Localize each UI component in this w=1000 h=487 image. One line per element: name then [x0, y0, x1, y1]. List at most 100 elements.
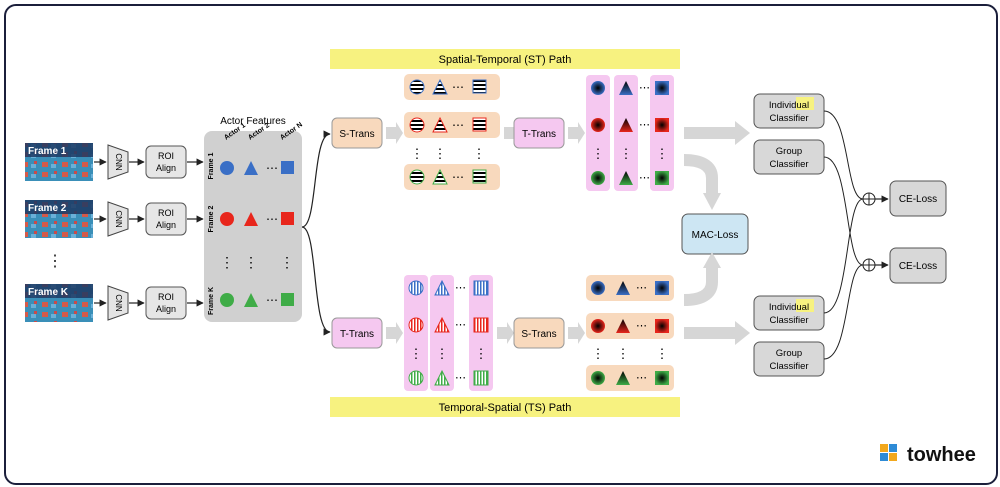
st-out-col-1 — [586, 75, 610, 191]
actor-triangle-blue — [244, 161, 258, 175]
out-triangle-red — [619, 118, 633, 132]
ts-circle-green — [408, 370, 424, 386]
st-feature-row-blue: ⋯ — [404, 74, 500, 100]
classifier-text: Classifier — [769, 315, 808, 326]
row-label-frame-1: Frame 1 — [208, 152, 215, 179]
cnn-block-2: CNN — [107, 201, 129, 237]
frames-vdots: ⋮ — [47, 253, 63, 270]
classifier-text: Indivi — [769, 302, 791, 313]
individual-classifier-ts: Individual Classifier — [753, 295, 825, 331]
ts-path-label: Temporal-Spatial (TS) Path — [439, 402, 572, 414]
out-triangle-green — [619, 171, 633, 185]
hdots: ⋯ — [639, 172, 650, 184]
individual-classifier-st: Individual Classifier — [753, 93, 825, 129]
edge — [823, 264, 864, 360]
st-arrow-3 — [568, 122, 585, 144]
actor-circle-red — [220, 212, 234, 226]
hdots: ⋯ — [639, 119, 650, 131]
edge — [823, 110, 864, 200]
row-label-frame-k: Frame K — [208, 287, 215, 315]
cnn-label-1: CNN — [114, 153, 123, 171]
actor-square-green — [281, 293, 294, 306]
ce-loss-label-1: CE-Loss — [899, 194, 937, 205]
st-out-col-3 — [650, 75, 674, 191]
ce-loss-box-1 — [889, 180, 947, 217]
s-trans-ts-label: S-Trans — [521, 329, 556, 340]
roi-label-1a: ROI — [158, 151, 174, 161]
vdots: ⋮ — [434, 146, 447, 161]
out-circle-red — [591, 118, 605, 132]
mac-loss-box — [681, 213, 749, 255]
out-square-blue — [655, 81, 669, 95]
roi-align-k: ROI Align — [145, 286, 187, 320]
ce-loss-label-2: CE-Loss — [899, 261, 937, 272]
st-to-mac-arrow — [683, 154, 718, 195]
ts-square-green — [473, 370, 489, 386]
ts-to-classifier-arrow — [684, 321, 750, 345]
roi-label-2a: ROI — [158, 208, 174, 218]
roi-align-1: ROI Align — [145, 145, 187, 179]
classifier-text: Classifier — [769, 113, 808, 124]
s-trans-st — [331, 117, 383, 149]
ts-triangle-blue — [434, 279, 450, 296]
hdots: ⋯ — [455, 282, 466, 294]
classifier-text: Classifier — [769, 361, 808, 372]
hdots: ⋯ — [455, 372, 466, 384]
classifier-text: Indivi — [769, 100, 791, 111]
out-circle-blue — [591, 81, 605, 95]
ts-triangle-green — [434, 369, 450, 386]
out-circle-red — [591, 319, 605, 333]
ts-in-col-2 — [430, 275, 454, 391]
vdots: ⋮ — [475, 346, 488, 361]
group-classifier-st: Group Classifier — [753, 139, 825, 175]
ts-arrow-3 — [568, 322, 585, 344]
vdots: ⋮ — [280, 254, 294, 270]
logo-text: towhee — [907, 444, 976, 466]
frame-2-group: Frame 2 — [25, 200, 93, 238]
hdots: ⋯ — [636, 372, 647, 384]
out-circle-green — [591, 371, 605, 385]
t-trans-ts — [331, 317, 383, 349]
out-circle-blue — [591, 281, 605, 295]
cnn-block-k: CNN — [107, 285, 129, 321]
branch-to-st — [301, 130, 331, 228]
logo-icon — [880, 444, 888, 452]
t-trans-ts-label: T-Trans — [340, 329, 374, 340]
out-square-green — [655, 171, 669, 185]
towhee-logo: towhee — [880, 444, 976, 466]
st-arrow-1 — [386, 122, 403, 144]
actor-triangle-red — [244, 212, 258, 226]
out-triangle-red — [616, 319, 630, 333]
roi-label-2b: Align — [156, 220, 176, 230]
roi-label-kb: Align — [156, 304, 176, 314]
t-trans-st — [513, 117, 565, 149]
hdots: ⋯ — [636, 282, 647, 294]
out-triangle-green — [616, 371, 630, 385]
ts-triangle-red — [434, 316, 450, 333]
roi-label-1b: Align — [156, 163, 176, 173]
group-classifier-ts: Group Classifier — [753, 341, 825, 377]
actor-square-blue — [281, 161, 294, 174]
hdots: ⋯ — [452, 80, 464, 94]
branch-to-ts — [301, 226, 331, 336]
actor-circle-blue — [220, 161, 234, 175]
mac-loss-label: MAC-Loss — [692, 230, 739, 241]
vdots: ⋮ — [617, 346, 630, 361]
roi-align-2: ROI Align — [145, 202, 187, 236]
st-feature-row-green: ⋯ — [404, 164, 500, 190]
classifier-text: Group — [776, 146, 802, 157]
ts-out-row-green — [586, 365, 674, 391]
hdots: ⋯ — [639, 82, 650, 94]
frame-k-group: Frame K — [25, 284, 93, 322]
actor-triangle-green — [244, 293, 258, 307]
out-square-green — [655, 371, 669, 385]
cnn-block-1: CNN — [107, 144, 129, 180]
t-trans-st-label: T-Trans — [522, 129, 556, 140]
vdots: ⋮ — [656, 346, 669, 361]
svg-text:Individual: Individual — [769, 100, 809, 111]
hdots: ⋯ — [266, 161, 278, 175]
out-circle-green — [591, 171, 605, 185]
frame-k-label: Frame K — [28, 287, 69, 298]
ts-square-blue — [473, 280, 489, 296]
